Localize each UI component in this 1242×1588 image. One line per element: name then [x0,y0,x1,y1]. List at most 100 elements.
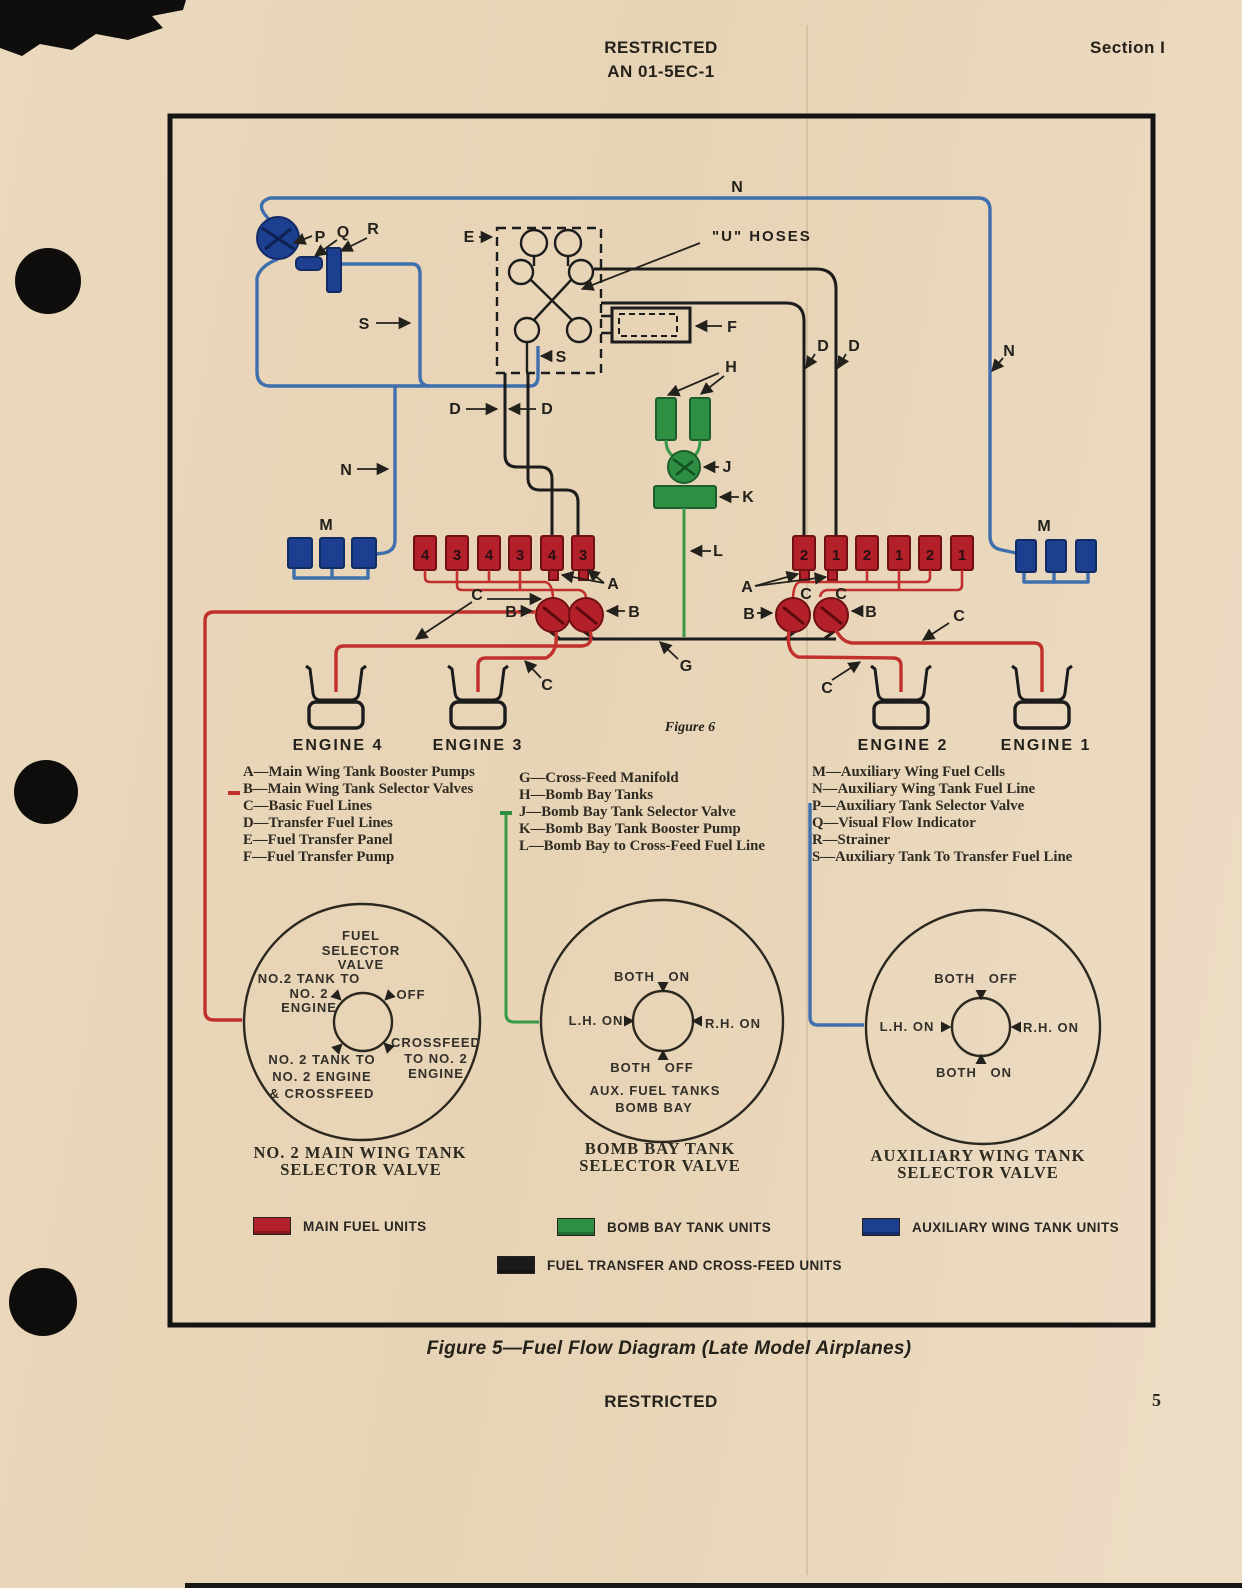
color-legend-main-fuel: MAIN FUEL UNITS [253,1217,427,1235]
bomb-bay-booster-pump [653,485,717,509]
callout-c: C [821,680,833,697]
dial-position-label: BOTH ON [936,1065,1012,1080]
auxiliary-wing-tank-lines [228,196,1097,1027]
legend-column-m-s: M—Auxiliary Wing Fuel Cells N—Auxiliary … [812,764,1072,865]
legend-entry: H—Bomb Bay Tanks [519,786,654,803]
engine-4-label: ENGINE 4 [293,737,384,754]
color-legend-label: BOMB BAY TANK UNITS [607,1219,772,1235]
footer-security-stamp: RESTRICTED [604,1392,718,1411]
bomb-bay-tank [689,397,711,441]
dial-position-label: R.H. ON [1022,1020,1080,1035]
tank-number: 1 [958,547,966,564]
dial-position-label: ENGINE [408,1066,464,1081]
bomb-bay-tank [655,397,677,441]
callout-a: A [741,579,753,596]
legend-entry: G—Cross-Feed Manifold [519,770,679,786]
dial-position-label: R.H. ON [704,1016,762,1031]
callout-n: N [731,179,743,196]
dial-position-label: BOTH OFF [610,1060,694,1075]
dial-caption: SELECTOR VALVE [280,1160,442,1179]
aux-fuel-cell [1075,539,1097,573]
callout-b: B [743,606,755,623]
tank-number: 2 [863,547,871,564]
callout-e: E [464,229,475,246]
callout-b: B [628,604,640,621]
legend-column-a-f: A—Main Wing Tank Booster Pumps B—Main Wi… [243,764,475,865]
dial-position-label: CROSSFEED [391,1035,481,1050]
callout-j: J [723,459,732,476]
tank-number: 3 [453,547,461,564]
callout-q: Q [337,224,349,241]
callout-leaders [292,230,1005,681]
figure-6-note: Figure 6 [664,720,715,735]
engine-3-label: ENGINE 3 [433,737,524,754]
callout-d: D [449,401,461,418]
legend-entry: E—Fuel Transfer Panel [243,831,393,848]
legend-entry: N—Auxiliary Wing Tank Fuel Line [812,780,1036,797]
header-section: Section I [1090,38,1166,57]
dial-position-label: BOTH ON [614,969,690,984]
dial-position-label: & CROSSFEED [269,1086,375,1101]
callout-g: G [680,658,692,675]
dial-position-label: NO. 2 [289,985,329,1001]
dial-position-label: NO. 2 TANK TO [268,1052,376,1067]
legend-entry: L—Bomb Bay to Cross-Feed Fuel Line [519,837,765,854]
header-doc-number: AN 01-5EC-1 [607,62,715,81]
callout-d: D [817,338,829,355]
tank-number: 2 [800,547,808,564]
engine-1-label: ENGINE 1 [1001,737,1092,754]
tank-number: 1 [832,547,840,564]
aux-fuel-cell [351,537,377,569]
color-swatch [253,1217,291,1235]
visual-flow-indicator [295,256,323,271]
legend-entry: K—Bomb Bay Tank Booster Pump [519,820,741,837]
aux-fuel-cell [319,537,345,569]
dial-position-label: L.H. ON [879,1019,935,1034]
dial-note-line: AUX. FUEL TANKS [589,1083,721,1098]
dial-position-label: TO NO. 2 [404,1050,468,1066]
u-hoses-label: "U" HOSES [712,228,812,245]
dial-position-label: OFF [396,987,426,1002]
callout-letters: P Q R S S E F N N N M M H J K L D D D D … [315,179,1051,697]
engine-2-label: ENGINE 2 [858,737,949,754]
strainer [326,247,342,293]
tank-number: 3 [579,547,587,564]
color-legend-label: MAIN FUEL UNITS [303,1218,427,1234]
fuel-transfer-panel [495,226,692,375]
callout-c: C [953,608,965,625]
color-legend-label: FUEL TRANSFER AND CROSS-FEED UNITS [547,1257,842,1273]
selector-valve-dials [242,898,1102,1146]
header-security-stamp: RESTRICTED [604,38,718,57]
tank-number: 4 [548,547,557,564]
dial-title-line: VALVE [337,957,385,972]
dial-position-label: NO. 2 ENGINE [272,1069,372,1084]
legend-entry: A—Main Wing Tank Booster Pumps [243,764,475,780]
legend-entry: P—Auxiliary Tank Selector Valve [812,797,1025,814]
legend-entry: D—Transfer Fuel Lines [243,814,393,831]
color-legend-auxiliary: AUXILIARY WING TANK UNITS [862,1218,1119,1236]
dial-position-label: BOTH OFF [934,971,1018,986]
callout-b: B [865,604,877,621]
main-fuel-units [203,535,1044,1022]
tank-number: 4 [421,547,430,564]
figure-caption: Figure 5—Fuel Flow Diagram (Late Model A… [426,1338,912,1359]
callout-c: C [835,586,847,603]
punch-hole [9,1268,77,1336]
bomb-bay-units [653,397,717,637]
dial-caption: SELECTOR VALVE [897,1163,1059,1182]
callout-d: D [848,338,860,355]
dial-position-label: NO.2 TANK TO [257,971,361,986]
color-swatch [497,1256,535,1274]
aux-fuel-cell [1015,539,1037,573]
legend-entry: C—Basic Fuel Lines [243,797,373,814]
callout-a: A [607,576,619,593]
aux-fuel-cell [287,537,313,569]
color-legend-transfer: FUEL TRANSFER AND CROSS-FEED UNITS [497,1256,842,1274]
legend-entry: B—Main Wing Tank Selector Valves [243,780,474,797]
dial-note-line: BOMB BAY [615,1100,693,1115]
dial-caption: SELECTOR VALVE [579,1156,741,1175]
callout-d: D [541,401,553,418]
aux-fuel-cell [1045,539,1067,573]
